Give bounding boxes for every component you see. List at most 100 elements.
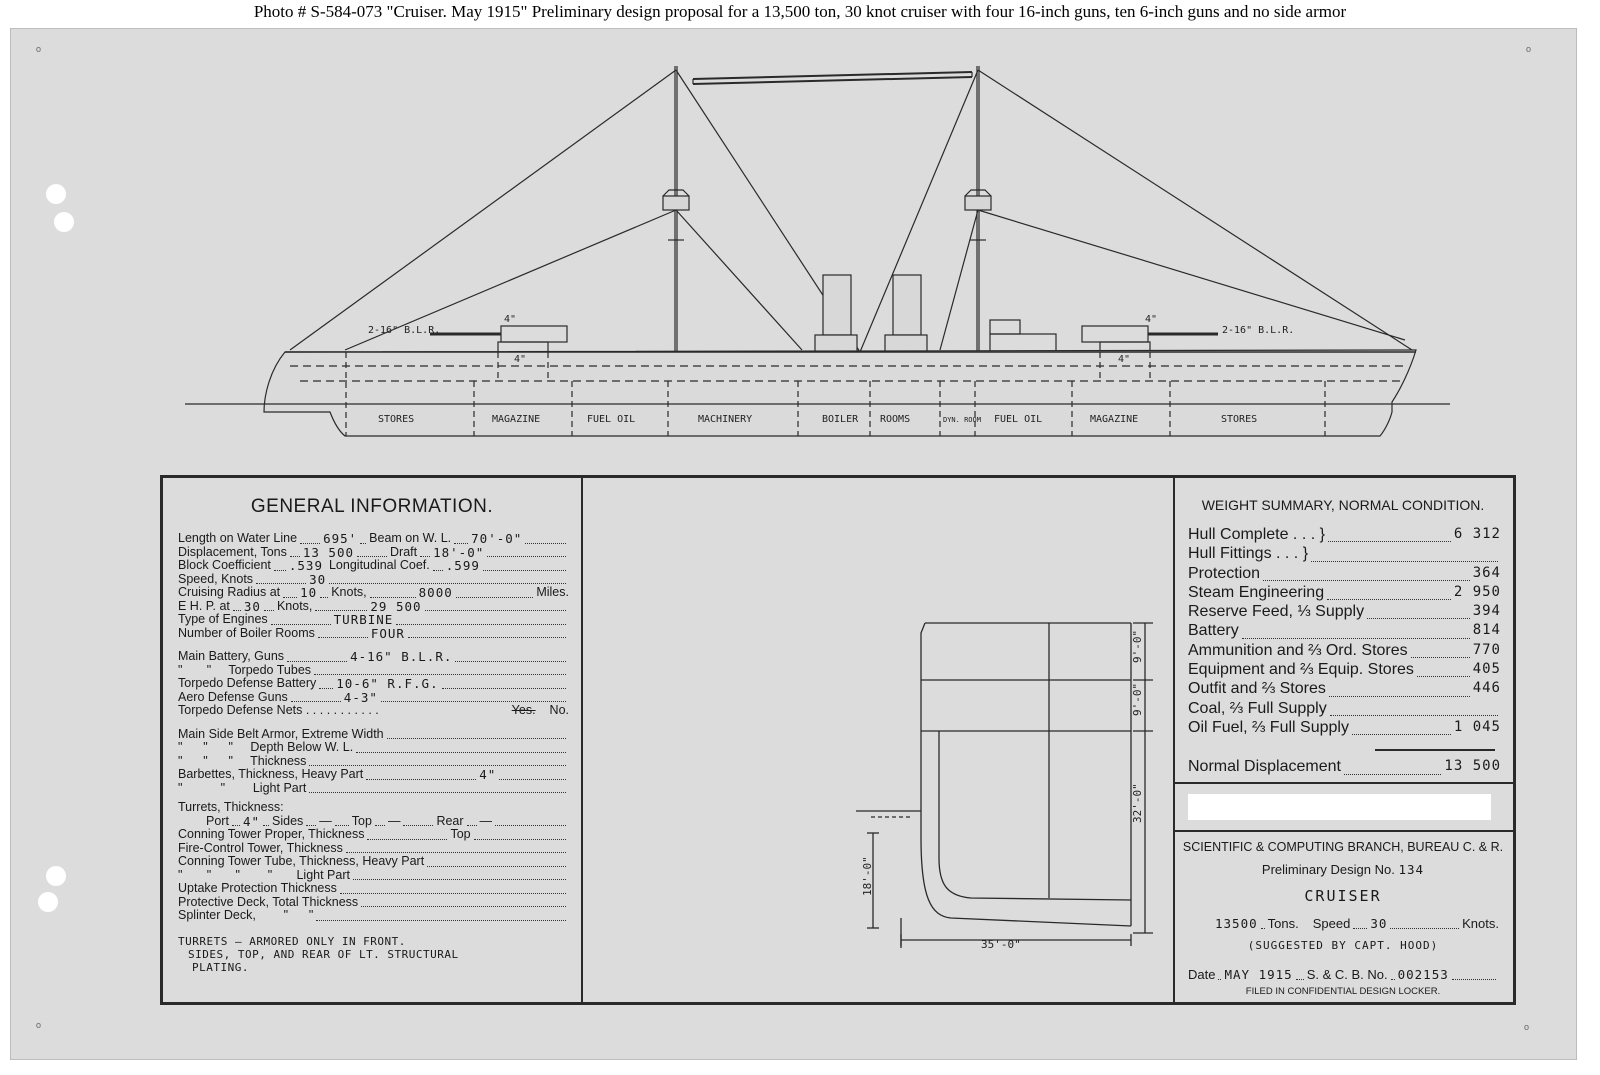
- normal-displacement-label: Normal Displacement: [1188, 758, 1341, 776]
- redacted-block: [1188, 793, 1491, 820]
- turret-armor-forward: 4": [504, 314, 516, 325]
- torpedo-defense-battery-value: 10-6" R.F.G.: [336, 676, 439, 691]
- dimension-half-beam: 35'-0": [981, 938, 1021, 951]
- length-label: Length on Water Line: [178, 531, 298, 545]
- miles-word: Miles.: [536, 585, 569, 599]
- compartment-label: BOILER: [822, 414, 859, 425]
- turret-rear-label: Rear: [436, 813, 464, 828]
- torpedo-tubes-label: " " Torpedo Tubes: [178, 662, 312, 677]
- tons-value: 13500: [1215, 916, 1258, 932]
- compartment-label: STORES: [378, 414, 414, 425]
- belt-width-label: Main Side Belt Armor, Extreme Width: [178, 726, 384, 741]
- longitudinal-coefficient-label: Longitudinal Coef.: [328, 558, 430, 572]
- turret-rear-value: —: [479, 813, 493, 828]
- speed-label: Speed, Knots: [178, 571, 254, 586]
- weight-value: 814: [1472, 622, 1501, 639]
- weight-label: Hull Complete . . . }: [1188, 526, 1325, 543]
- main-battery-label: Main Battery, Guns: [178, 649, 285, 663]
- torpedo-nets-label: Torpedo Defense Nets . . . . . . . . . .…: [178, 703, 379, 717]
- engines-label: Type of Engines: [178, 612, 268, 626]
- normal-displacement-value: 13 500: [1444, 758, 1501, 775]
- binder-hole: [46, 866, 66, 886]
- general-information-title: GENERAL INFORMATION.: [250, 496, 494, 517]
- turret-armor-aft: 4": [1145, 314, 1157, 325]
- suggested-by: (SUGGESTED BY CAPT. HOOD): [1247, 938, 1439, 952]
- turret-sides-label: Sides: [272, 813, 304, 828]
- compartment-label: FUEL OIL: [587, 414, 635, 425]
- normal-displacement-row: Normal Displacement 13 500: [1173, 757, 1513, 776]
- ship-profile-drawing: 2-16" B.L.R. 2-16" B.L.R. 4" 4" 4" 4" ST…: [185, 66, 1450, 437]
- scb-number-value: 002153: [1397, 967, 1449, 983]
- turrets-label: Turrets, Thickness:: [178, 800, 284, 814]
- photo-caption: Photo # S-584-073 "Cruiser. May 1915" Pr…: [253, 2, 1347, 21]
- handwritten-note-line: TURRETS — ARMORED ONLY IN FRONT.: [178, 934, 406, 948]
- weight-label: Battery: [1188, 622, 1239, 640]
- midship-section-drawing: 9'-0" 9'-0" 32'-0" 18'-0" 35'-0": [856, 622, 1153, 951]
- compartment-label: STORES: [1221, 414, 1257, 425]
- date-value: MAY 1915: [1224, 967, 1293, 983]
- barbette-heavy-label: Barbettes, Thickness, Heavy Part: [178, 767, 364, 781]
- belt-thickness-label: " " " Thickness: [178, 753, 307, 768]
- speed-value: 30: [309, 571, 327, 587]
- weight-value: 6 312: [1453, 526, 1501, 542]
- handwritten-note-line: SIDES, TOP, AND REAR OF LT. STRUCTURAL: [188, 947, 459, 961]
- weight-value: 1 045: [1453, 718, 1501, 735]
- longitudinal-coefficient-value: .599: [445, 558, 480, 573]
- weight-row: Hull Fittings . . . }: [1173, 544, 1513, 563]
- main-battery-value: 4-16" B.L.R.: [350, 649, 453, 664]
- conning-tube-light-label: " " " " Light Part: [178, 867, 350, 882]
- weight-row: Battery 814: [1173, 621, 1513, 640]
- pin-mark: o: [36, 1020, 42, 1030]
- dimension-mid: 9'-0": [1131, 683, 1144, 716]
- boiler-rooms-value: FOUR: [370, 625, 405, 641]
- weight-label: Reserve Feed, ⅓ Supply: [1188, 603, 1365, 621]
- gun-label-forward: 2-16" B.L.R.: [368, 325, 440, 336]
- midship-section-panel: 9'-0" 9'-0" 32'-0" 18'-0" 35'-0": [581, 478, 1175, 1002]
- splinter-deck-label: Splinter Deck, " ": [178, 908, 314, 922]
- uptake-protection-label: Uptake Protection Thickness: [178, 881, 337, 895]
- tons-label: Tons.: [1267, 916, 1299, 932]
- weight-label: Hull Fittings . . . }: [1188, 545, 1309, 563]
- weight-summary-title: WEIGHT SUMMARY, NORMAL CONDITION.: [1201, 497, 1485, 513]
- cruising-radius-label: Cruising Radius at: [178, 585, 281, 599]
- weight-value: 2 950: [1453, 583, 1501, 600]
- beam-value: 70'-0": [471, 531, 523, 546]
- weight-summary-panel: WEIGHT SUMMARY, NORMAL CONDITION. Hull C…: [1173, 478, 1513, 1002]
- displacement-label: Displacement, Tons: [178, 544, 287, 559]
- binder-hole: [54, 212, 74, 232]
- knots-label: Knots.: [1462, 916, 1499, 932]
- speed-label: Speed: [1312, 916, 1351, 932]
- design-number-label: Preliminary Design No.: [1261, 861, 1395, 877]
- turret-sides-value: —: [319, 813, 332, 828]
- compartment-label: MAGAZINE: [492, 414, 540, 425]
- draft-value: 18'-0": [433, 544, 485, 560]
- weight-row: Coal, ⅔ Full Supply: [1173, 699, 1513, 718]
- cruising-miles-value: 8000: [418, 585, 453, 600]
- weight-value: 394: [1472, 603, 1501, 620]
- barbette-light-label: " " Light Part: [178, 780, 307, 795]
- dimension-draft: 18'-0": [861, 856, 874, 896]
- design-number-value: 134: [1398, 861, 1425, 877]
- handwritten-note-line: PLATING.: [192, 960, 249, 974]
- ehp-knots-value: 30: [243, 598, 261, 614]
- engines-value: TURBINE: [333, 612, 394, 627]
- dimension-top: 9'-0": [1131, 630, 1144, 663]
- protective-deck-label: Protective Deck, Total Thickness: [178, 894, 359, 909]
- compartment-label: FUEL OIL: [994, 414, 1042, 425]
- gun-label-aft: 2-16" B.L.R.: [1222, 325, 1294, 336]
- aero-defense-label: Aero Defense Guns: [178, 689, 288, 704]
- belt-depth-label: " " " Depth Below W. L.: [178, 740, 354, 754]
- torpedo-nets-yes: Yes.: [511, 703, 536, 717]
- turret-top-value: —: [387, 813, 401, 828]
- fire-control-tower-label: Fire-Control Tower, Thickness: [178, 840, 343, 855]
- draft-label: Draft: [390, 544, 418, 559]
- weight-label: Oil Fuel, ⅔ Full Supply: [1188, 718, 1349, 736]
- torpedo-nets-no: No.: [549, 703, 569, 717]
